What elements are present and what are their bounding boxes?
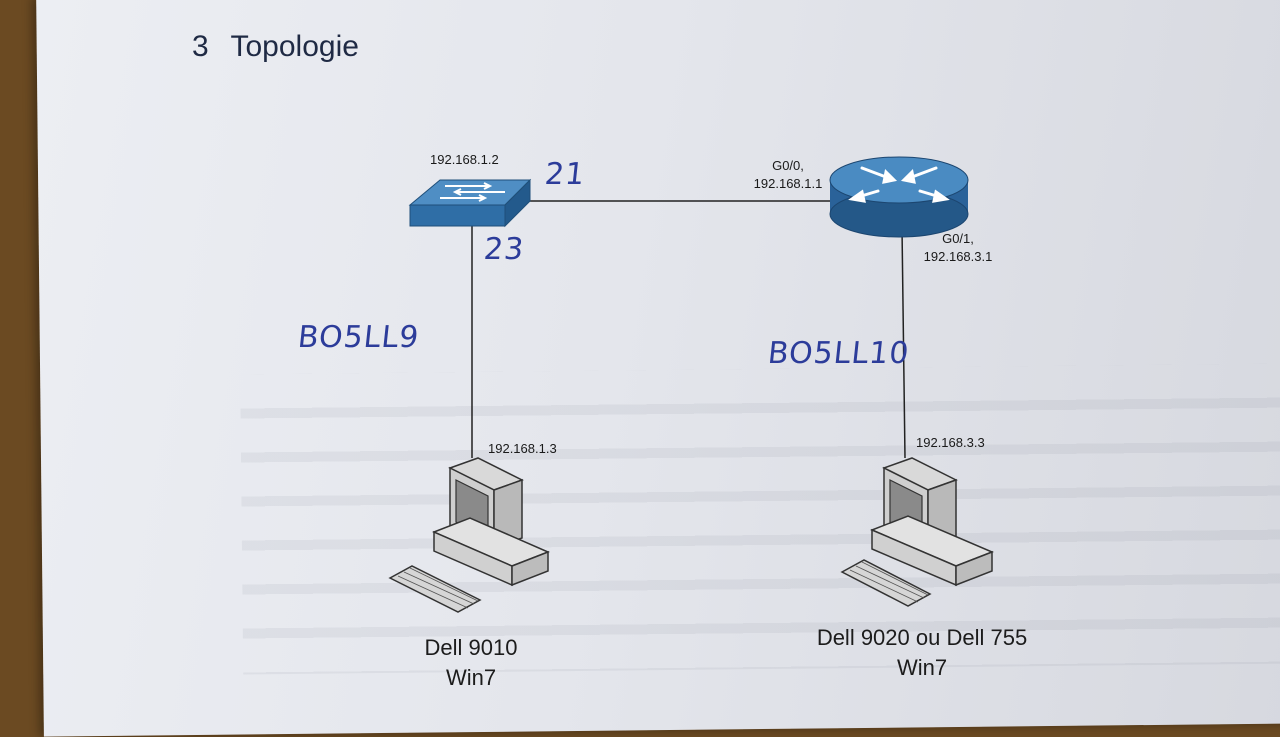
switch-port-up-handwritten: 21 <box>543 157 588 192</box>
pc-left-name: Dell 9010 <box>424 635 518 660</box>
router-g01-label: G0/1, 192.168.3.1 <box>910 230 1006 266</box>
computer-icon-right <box>840 457 994 607</box>
router-g01-interface: G0/1, <box>942 231 974 246</box>
switch-ip-label: 192.168.1.2 <box>430 152 499 167</box>
topology-diagram <box>388 156 994 613</box>
pc-left-caption: Dell 9010 Win7 <box>396 633 546 693</box>
right-link-handwritten: BO5LL10 <box>766 336 912 371</box>
link-router-pc-right <box>901 227 906 459</box>
section-title: Topologie <box>230 30 359 63</box>
pc-left-ip-label: 192.168.1.3 <box>488 441 557 456</box>
pc-right-name: Dell 9020 ou Dell 755 <box>816 625 1028 650</box>
pc-right-os: Win7 <box>896 655 948 680</box>
router-g00-ip: 192.168.1.1 <box>753 176 823 191</box>
router-g01-ip: 192.168.3.1 <box>923 249 993 264</box>
computer-icon-left <box>388 457 550 613</box>
left-link-handwritten: BO5LL9 <box>296 320 422 355</box>
switch-icon <box>408 178 532 228</box>
router-g00-interface: G0/0, <box>772 158 804 173</box>
pc-right-caption: Dell 9020 ou Dell 755 Win7 <box>802 623 1042 683</box>
section-heading: 3 Topologie <box>192 30 359 64</box>
section-number: 3 <box>192 30 209 63</box>
switch-port-down-handwritten: 23 <box>482 232 527 267</box>
pc-right-ip-label: 192.168.3.3 <box>916 435 985 450</box>
router-icon <box>829 156 969 238</box>
router-g00-label: G0/0, 192.168.1.1 <box>745 157 831 193</box>
pc-left-os: Win7 <box>445 665 497 690</box>
